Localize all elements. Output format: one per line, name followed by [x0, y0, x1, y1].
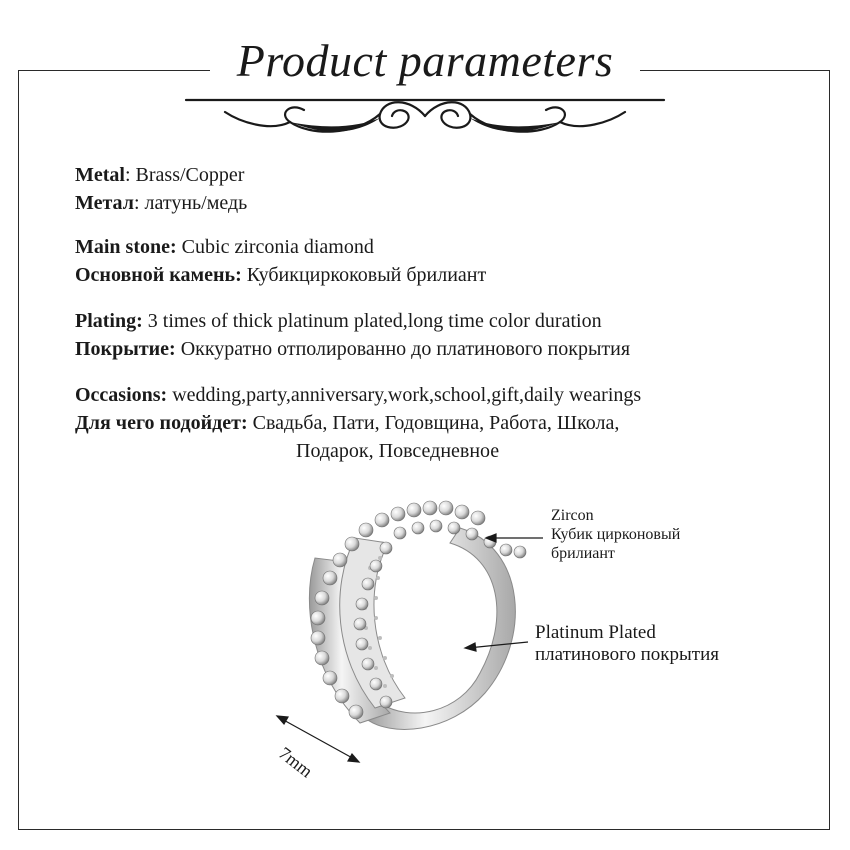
occasions-ru-value: Свадьба, Пати, Годовщина, Работа, Школа, [247, 412, 620, 434]
metal-ru-label: Метал [75, 192, 134, 214]
zircon-en-label: Zircon [551, 507, 594, 524]
title-mask [210, 60, 640, 84]
zircon-ru-label-1: Кубик цирконовый [551, 526, 681, 543]
stone-ru-value: Кубикциркоковый брилиант [241, 264, 487, 286]
occasions-ru-row: Для чего подойдет: Свадьба, Пати, Годовщ… [75, 412, 619, 435]
occasions-en-label: Occasions: [75, 384, 168, 406]
metal-en-value: : Brass/Copper [124, 164, 245, 186]
occasions-ru-label: Для чего подойдет: [75, 412, 248, 434]
plating-ru-label: Покрытие: [75, 338, 176, 360]
page-title: Product parameters [236, 35, 614, 86]
plating-en-value: 3 times of thick platinum plated,long ti… [142, 310, 602, 332]
metal-ru-row: Метал: латунь/медь [75, 192, 247, 215]
stone-ru-label: Основной камень: [75, 264, 242, 286]
plated-en-label: Platinum Plated [535, 622, 656, 643]
zircon-ru-label-2: брилиант [551, 545, 615, 562]
plating-ru-value: Оккуратно отполированно до платинового п… [175, 338, 631, 360]
stone-en-value: Cubic zirconia diamond [176, 236, 374, 258]
flourish-ornament-icon [184, 98, 666, 133]
stone-en-row: Main stone: Cubic zirconia diamond [75, 236, 374, 259]
plating-en-label: Plating: [75, 310, 143, 332]
occasions-en-value: wedding,party,anniversary,work,school,gi… [167, 384, 642, 406]
stone-ru-row: Основной камень: Кубикциркоковый брилиан… [75, 264, 486, 287]
occasions-ru-value-2: Подарок, Повседневное [296, 440, 500, 462]
metal-ru-value: : латунь/медь [133, 192, 248, 214]
occasions-en-row: Occasions: wedding,party,anniversary,wor… [75, 384, 641, 407]
metal-en-row: Metal: Brass/Copper [75, 164, 244, 187]
plating-ru-row: Покрытие: Оккуратно отполированно до пла… [75, 338, 630, 361]
plated-ru-label: платинового покрытия [535, 644, 720, 665]
metal-en-label: Metal [75, 164, 125, 186]
plating-en-row: Plating: 3 times of thick platinum plate… [75, 310, 602, 333]
stone-en-label: Main stone: [75, 236, 177, 258]
ring-illustration [308, 500, 527, 730]
